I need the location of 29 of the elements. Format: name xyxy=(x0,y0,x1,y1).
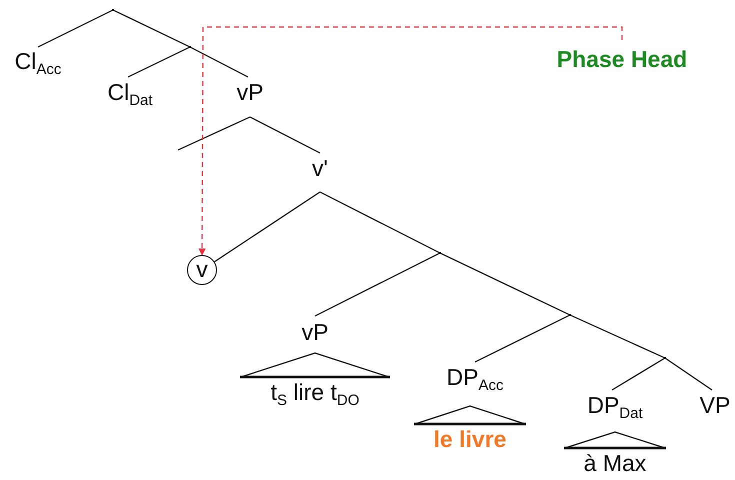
terminal-string: à Max xyxy=(582,450,648,476)
node-label: vP xyxy=(302,318,328,346)
tree-branch xyxy=(38,9,114,48)
node-label: vP xyxy=(236,78,264,106)
tree-branch xyxy=(190,46,248,78)
node-label: VP xyxy=(700,391,730,419)
tree-branch xyxy=(440,252,570,316)
tree-branch xyxy=(314,252,440,317)
tree-branch xyxy=(664,358,712,390)
tree-branch xyxy=(474,314,570,363)
tree-branch xyxy=(178,116,250,151)
tree-branch xyxy=(320,191,440,254)
node-label: Cl$_{Acc}$ xyxy=(14,47,62,75)
terminal-string: t$_{S}$ lire t$_{DO}$ xyxy=(270,379,360,405)
phase-head-label: Phase Head xyxy=(556,45,688,73)
tree-branch xyxy=(612,357,666,391)
node-label: DP$_{Acc}$ xyxy=(446,363,504,391)
subtree-triangle xyxy=(240,352,390,405)
terminal-string: le livre xyxy=(432,426,508,452)
tree-branch xyxy=(112,9,190,48)
node-label: DP$_{Dat}$ xyxy=(587,391,643,419)
tree-branch xyxy=(128,46,190,78)
circled-label: v xyxy=(187,255,217,285)
tree-branch xyxy=(250,116,320,154)
node-label: Cl$_{Dat}$ xyxy=(107,78,153,106)
tree-branch xyxy=(214,192,320,262)
tree-branch xyxy=(570,314,666,359)
node-label: v' xyxy=(312,154,328,182)
dashed-arrow xyxy=(198,26,623,256)
